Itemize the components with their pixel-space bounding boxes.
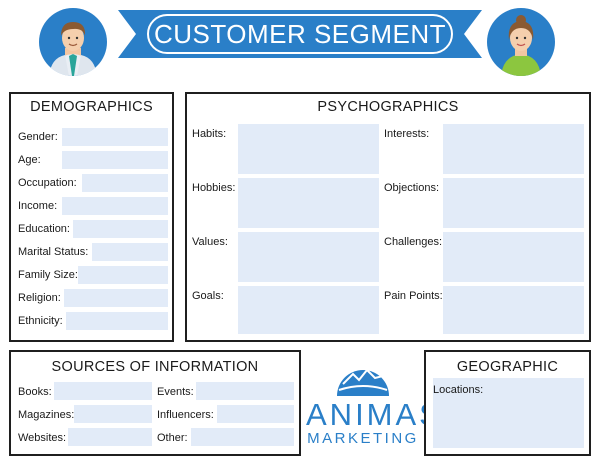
habits-field[interactable]	[238, 124, 379, 174]
demographics-title: DEMOGRAPHICS	[30, 99, 153, 115]
values-label: Values:	[192, 236, 228, 248]
pain-points-field[interactable]	[443, 286, 584, 334]
family-size-field[interactable]	[78, 266, 168, 284]
sources-title: SOURCES OF INFORMATION	[51, 359, 259, 375]
logo-wordmark: ANIMAS	[306, 397, 443, 432]
influencers-label: Influencers:	[157, 409, 214, 421]
psychographics-title: PSYCHOGRAPHICS	[317, 99, 459, 115]
income-field[interactable]	[62, 197, 168, 215]
objections-field[interactable]	[443, 178, 584, 228]
websites-label: Websites:	[18, 432, 67, 444]
ethnicity-field[interactable]	[66, 312, 168, 330]
occupation-field[interactable]	[82, 174, 168, 192]
magazines-label: Magazines:	[18, 409, 75, 421]
gender-field[interactable]	[62, 128, 168, 146]
title-banner	[118, 10, 482, 58]
family-size-label: Family Size:	[18, 269, 78, 281]
mountain-logo-icon	[337, 368, 389, 396]
values-field[interactable]	[238, 232, 379, 282]
other-field[interactable]	[191, 428, 294, 446]
books-field[interactable]	[54, 382, 152, 400]
page-title: CUSTOMER SEGMENT	[153, 18, 447, 49]
challenges-field[interactable]	[443, 232, 584, 282]
goals-label: Goals:	[192, 290, 224, 302]
goals-field[interactable]	[238, 286, 379, 334]
age-field[interactable]	[62, 151, 168, 169]
age-label: Age:	[18, 154, 41, 166]
religion-label: Religion:	[18, 292, 61, 304]
marital-status-field[interactable]	[92, 243, 168, 261]
religion-field[interactable]	[64, 289, 168, 307]
interests-label: Interests:	[384, 128, 430, 140]
marital-status-label: Marital Status:	[18, 246, 89, 258]
magazines-field[interactable]	[74, 405, 152, 423]
locations-field[interactable]	[433, 378, 584, 448]
habits-label: Habits:	[192, 128, 227, 140]
geographic-title: GEOGRAPHIC	[456, 359, 559, 375]
challenges-label: Challenges:	[384, 236, 443, 248]
pain-points-label: Pain Points:	[384, 290, 443, 302]
female-avatar-icon	[487, 8, 555, 76]
hobbies-label: Hobbies:	[192, 182, 236, 194]
education-field[interactable]	[73, 220, 168, 238]
events-label: Events:	[157, 386, 194, 398]
influencers-field[interactable]	[217, 405, 294, 423]
objections-label: Objections:	[384, 182, 440, 194]
other-label: Other:	[157, 432, 188, 444]
ethnicity-label: Ethnicity:	[18, 315, 63, 327]
books-label: Books:	[18, 386, 52, 398]
occupation-label: Occupation:	[18, 177, 77, 189]
education-label: Education:	[18, 223, 70, 235]
income-label: Income:	[18, 200, 58, 212]
locations-label-overlay: Locations:	[433, 384, 484, 396]
events-field[interactable]	[196, 382, 294, 400]
male-avatar-icon	[39, 8, 107, 76]
websites-field[interactable]	[68, 428, 152, 446]
gender-label: Gender:	[18, 131, 58, 143]
hobbies-field[interactable]	[238, 178, 379, 228]
interests-field[interactable]	[443, 124, 584, 174]
logo-subtitle: MARKETING	[307, 430, 419, 447]
